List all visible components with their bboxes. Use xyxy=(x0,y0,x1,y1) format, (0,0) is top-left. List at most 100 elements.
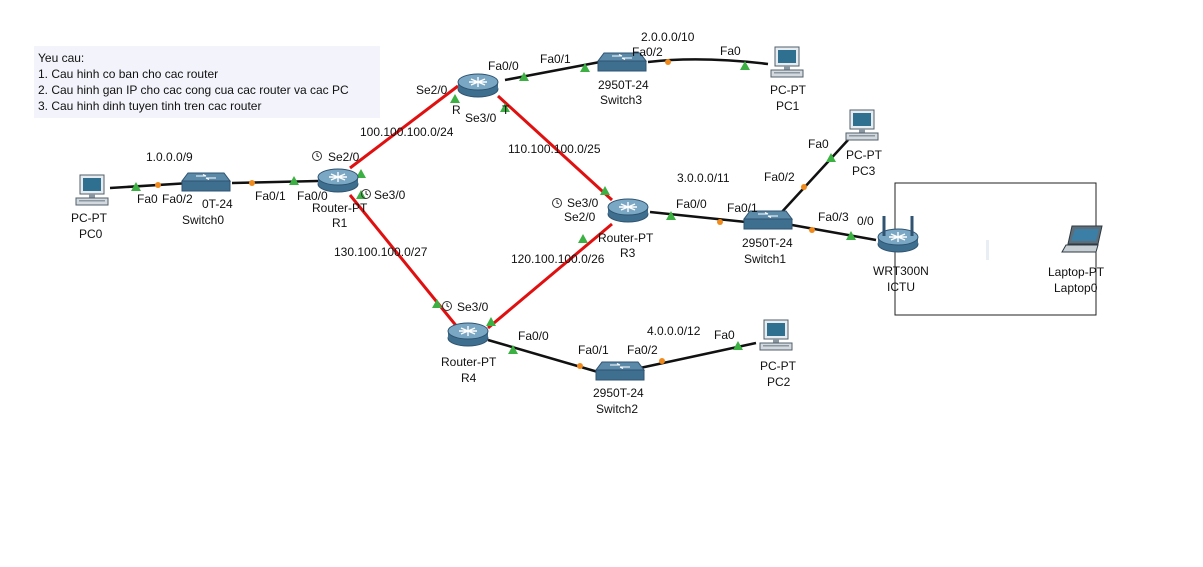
port-label: Fa0/0 xyxy=(676,197,707,211)
network-label-s120: 120.100.100.0/26 xyxy=(511,252,605,266)
note-item-3: 3. Cau hinh dinh tuyen tinh tren cac rou… xyxy=(38,99,262,113)
status-up-icon xyxy=(289,176,299,185)
port-label: Fa0/2 xyxy=(162,192,193,206)
status-up-icon xyxy=(666,211,676,220)
port-label: Fa0 xyxy=(720,44,741,58)
wireless-area-mark xyxy=(986,240,989,260)
status-up-icon xyxy=(450,94,460,103)
router-r2[interactable] xyxy=(457,73,499,98)
status-up-icon xyxy=(356,190,366,199)
status-up-icon xyxy=(508,345,518,354)
port-label: Fa0/0 xyxy=(518,329,549,343)
network-label-s100: 100.100.100.0/24 xyxy=(360,125,454,139)
status-wait-icon xyxy=(717,219,723,225)
pc1-type: PC-PT xyxy=(770,83,807,97)
link-pc0-switch0 xyxy=(109,181,191,190)
link-switch0-r1 xyxy=(231,179,319,185)
pc3-name: PC3 xyxy=(852,164,876,178)
status-wait-icon xyxy=(577,363,583,369)
pc3-type: PC-PT xyxy=(846,148,883,162)
link-r2-r3 xyxy=(496,94,614,202)
port-label: Fa0/1 xyxy=(540,52,571,66)
port-label: Fa0 xyxy=(137,192,158,206)
status-up-icon xyxy=(578,234,588,243)
pc0[interactable] xyxy=(75,174,109,206)
note-title: Yeu cau: xyxy=(38,51,85,65)
link-status-markers xyxy=(131,59,856,369)
status-wait-icon xyxy=(801,184,807,190)
port-label: Fa0/1 xyxy=(727,201,758,215)
port-label: Se2/0 xyxy=(564,210,596,224)
router-r3[interactable] xyxy=(607,198,649,223)
r3-type: Router-PT xyxy=(598,231,654,245)
link-r1-r2 xyxy=(349,84,459,170)
pc-icon xyxy=(845,109,879,141)
wireless-area-box xyxy=(894,182,1097,316)
port-labels: Fa0 Fa0/2 Fa0/1 Fa0/0 Se2/0 Se3/0 Se2/0 … xyxy=(137,44,874,357)
switch1-name: Switch1 xyxy=(744,252,786,266)
port-label: Se2/0 xyxy=(328,150,360,164)
network-label-s110: 110.100.100.0/25 xyxy=(508,142,601,156)
note-item-1: 1. Cau hinh co ban cho cac router xyxy=(38,67,219,81)
device-labels: PC-PT PC0 0T-24 Switch0 Router-PT R1 R T… xyxy=(71,78,1105,416)
switch0-type: 0T-24 xyxy=(202,197,233,211)
status-up-icon xyxy=(733,341,743,350)
r2-partial: T xyxy=(502,103,510,117)
status-up-icon xyxy=(826,153,836,162)
clock-icon xyxy=(361,189,371,199)
switch3-type: 2950T-24 xyxy=(598,78,649,92)
router-r4[interactable] xyxy=(447,322,489,347)
port-label: Fa0/2 xyxy=(627,343,658,357)
router-icon xyxy=(447,322,489,347)
port-label: Fa0 xyxy=(808,137,829,151)
status-up-icon xyxy=(356,169,366,178)
status-wait-icon xyxy=(665,59,671,65)
switch2[interactable] xyxy=(595,361,645,381)
switch3-name: Switch3 xyxy=(600,93,642,107)
port-label: Fa0/2 xyxy=(764,170,795,184)
pc-icon xyxy=(759,319,793,351)
pc2-type: PC-PT xyxy=(760,359,797,373)
status-wait-icon xyxy=(659,358,665,364)
status-up-icon xyxy=(846,231,856,240)
pc3[interactable] xyxy=(845,109,879,141)
pc-icon xyxy=(770,46,804,78)
wireless-router-ictu[interactable] xyxy=(877,216,919,253)
requirements-note: Yeu cau: 1. Cau hinh co ban cho cac rout… xyxy=(34,46,380,118)
link-switch3-pc1 xyxy=(647,58,769,66)
port-label: Fa0/2 xyxy=(632,45,663,59)
port-label: Fa0/3 xyxy=(818,210,849,224)
router-icon xyxy=(607,198,649,223)
port-label: Se3/0 xyxy=(465,111,497,125)
r4-type: Router-PT xyxy=(441,355,497,369)
pc-icon xyxy=(75,174,109,206)
status-up-icon xyxy=(486,317,496,326)
port-label: Fa0/1 xyxy=(255,189,286,203)
switch2-name: Switch2 xyxy=(596,402,638,416)
switch2-type: 2950T-24 xyxy=(593,386,644,400)
clock-icon xyxy=(312,151,322,161)
switch0[interactable] xyxy=(181,172,231,192)
port-label: Se3/0 xyxy=(457,300,489,314)
pc1[interactable] xyxy=(770,46,804,78)
router-icon xyxy=(457,73,499,98)
port-label: Fa0 xyxy=(714,328,735,342)
status-wait-icon xyxy=(155,182,161,188)
r1-name: R1 xyxy=(332,216,348,230)
wrt-type: WRT300N xyxy=(873,264,929,278)
laptop0-type: Laptop-PT xyxy=(1048,265,1105,279)
note-item-2: 2. Cau hinh gan IP cho cac cong cua cac … xyxy=(38,83,349,97)
pc2[interactable] xyxy=(759,319,793,351)
status-up-icon xyxy=(500,103,510,112)
network-label-n1: 1.0.0.0/9 xyxy=(146,150,193,164)
link-r3-switch1 xyxy=(649,210,747,224)
status-up-icon xyxy=(131,182,141,191)
pc2-name: PC2 xyxy=(767,375,791,389)
switch0-name: Switch0 xyxy=(182,213,224,227)
r1-type-hidden: Router-PT xyxy=(312,201,368,215)
switch-icon xyxy=(181,172,231,192)
status-up-icon xyxy=(580,63,590,72)
pc0-name: PC0 xyxy=(79,227,103,241)
r3-name: R3 xyxy=(620,246,636,260)
